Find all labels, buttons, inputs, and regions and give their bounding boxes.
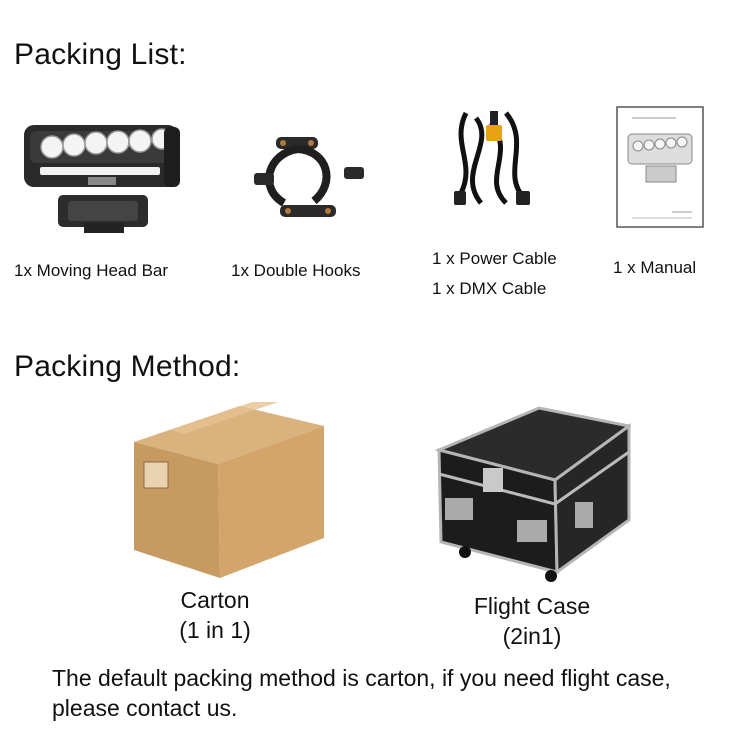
flight-case-detail: (2in1) <box>502 623 562 649</box>
flight-case-name: Flight Case <box>473 593 591 619</box>
packing-note: The default packing method is carton, if… <box>52 665 671 721</box>
flight-case-image <box>435 402 631 584</box>
item-label-double-hooks: 1x Double Hooks <box>231 261 361 280</box>
carton-box-image <box>130 402 326 580</box>
packing-list-heading: Packing List: <box>14 38 187 71</box>
item-label-moving-head-bar: 1x Moving Head Bar <box>14 261 169 280</box>
item-label-manual: 1 x Manual <box>613 258 697 277</box>
moving-head-bar-image <box>24 115 184 237</box>
flight-case-label: Flight Case (2in1) <box>462 591 602 651</box>
packing-method-heading: Packing Method: <box>14 350 241 383</box>
cables-image <box>446 103 536 213</box>
carton-label: Carton (1 in 1) <box>165 585 265 645</box>
item-label-power-cable: 1 x Power Cable <box>432 249 557 268</box>
double-hooks-image <box>248 133 368 228</box>
carton-detail: (1 in 1) <box>179 617 251 643</box>
manual-image <box>616 106 706 230</box>
item-label-dmx-cable: 1 x DMX Cable <box>432 279 547 298</box>
carton-name: Carton <box>180 587 250 613</box>
